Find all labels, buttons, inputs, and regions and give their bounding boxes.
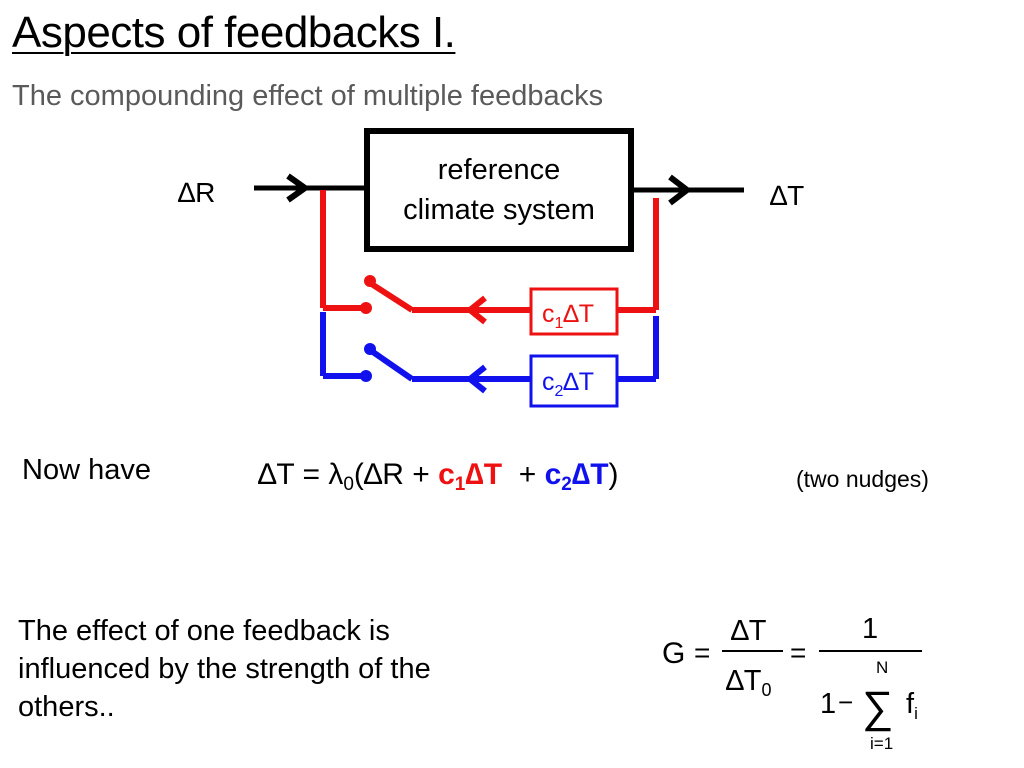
eq-c1-term: c1∆T bbox=[438, 458, 503, 495]
slide-title: Aspects of feedbacks I. bbox=[12, 8, 456, 57]
input-label: ∆R bbox=[178, 177, 215, 208]
sum-lower-limit: i=1 bbox=[870, 734, 893, 753]
formula-minus: − bbox=[838, 687, 853, 717]
feedback-equation: ∆T = λ0(∆R + c1∆T + c2∆T) bbox=[258, 458, 619, 495]
slide-subtitle: The compounding effect of multiple feedb… bbox=[12, 80, 604, 112]
formula-f: fi bbox=[906, 688, 918, 723]
system-box-line1: reference bbox=[438, 154, 561, 186]
switch-2-contact-bottom bbox=[360, 370, 372, 382]
system-box-line2: climate system bbox=[403, 194, 595, 226]
switch-2-contact-top bbox=[364, 343, 376, 355]
feedback-loop-1 bbox=[320, 190, 659, 336]
now-have-label: Now have bbox=[22, 454, 151, 486]
formula-equals-2: = bbox=[790, 637, 806, 668]
effect-description: The effect of one feedback is influenced… bbox=[18, 615, 431, 723]
sum-symbol: ∑ bbox=[862, 683, 893, 732]
eq-open: (∆R + bbox=[353, 458, 439, 491]
eq-close: ) bbox=[608, 458, 619, 491]
formula-numerator-2: 1 bbox=[862, 613, 878, 645]
output-arrowhead bbox=[668, 174, 692, 206]
eq-c2-term: c2∆T bbox=[544, 458, 609, 495]
two-nudges-note: (two nudges) bbox=[796, 466, 929, 492]
sum-upper-limit: N bbox=[876, 658, 888, 677]
gain-formula: G = ∆T ∆T0 = 1 1 − N ∑ i=1 fi bbox=[662, 613, 922, 753]
feedback-2-label: c2∆T bbox=[542, 368, 594, 400]
formula-denominator-1: ∆T0 bbox=[726, 665, 771, 700]
formula-numerator-1: ∆T bbox=[731, 615, 767, 647]
formula-one: 1 bbox=[820, 688, 836, 720]
feedback-1-label: c1∆T bbox=[542, 300, 594, 332]
switch-1-contact-top bbox=[364, 275, 376, 287]
output-label: ∆T bbox=[770, 180, 804, 211]
system-box bbox=[364, 128, 634, 252]
input-arrowhead bbox=[286, 173, 311, 203]
formula-equals-1: = bbox=[694, 637, 710, 668]
eq-plus: + bbox=[502, 458, 545, 491]
feedback-loop-2 bbox=[320, 312, 659, 408]
eq-lambda-sub: 0 bbox=[343, 474, 354, 495]
switch-1-contact-bottom bbox=[360, 302, 372, 314]
formula-G: G bbox=[662, 637, 685, 670]
eq-lhs: ∆T = λ bbox=[258, 458, 344, 491]
